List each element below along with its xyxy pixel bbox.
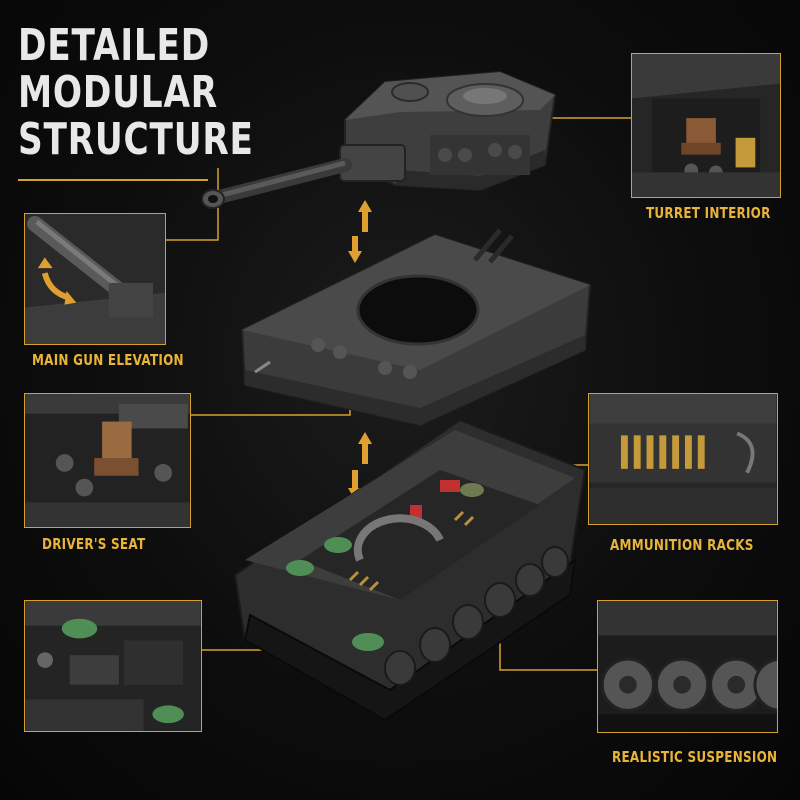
headline-line-1: DETAILED: [18, 20, 211, 71]
caption-main-gun-elevation: MAIN GUN ELEVATION: [32, 351, 184, 369]
turret-module: [201, 70, 557, 209]
drivers-seat-photo: [25, 394, 190, 527]
arrow-up-down-1: [348, 200, 372, 263]
headline-underline: [18, 179, 208, 181]
inset-turret-interior: [631, 53, 781, 198]
caption-ammunition-racks: AMMUNITION RACKS: [610, 536, 754, 554]
main-gun-photo: [25, 214, 165, 344]
caption-turret-interior: TURRET INTERIOR: [646, 204, 771, 222]
inset-hull-interior: [24, 600, 202, 732]
hull-top-module: [240, 228, 592, 427]
headline-line-3: STRUCTURE: [18, 114, 254, 165]
headline-line-2: MODULAR: [18, 67, 219, 118]
inset-main-gun-elevation: [24, 213, 166, 345]
inset-realistic-suspension: [597, 600, 778, 733]
caption-realistic-suspension: REALISTIC SUSPENSION: [612, 748, 778, 766]
headline: DETAILED MODULAR STRUCTURE: [18, 22, 254, 163]
turret-interior-photo: [632, 54, 780, 197]
ammunition-racks-photo: [589, 394, 777, 524]
suspension-photo: [598, 601, 777, 732]
hull-interior-photo: [25, 601, 201, 731]
hull-lower-module: [233, 418, 587, 722]
inset-ammunition-racks: [588, 393, 778, 525]
inset-drivers-seat: [24, 393, 191, 528]
caption-drivers-seat: DRIVER'S SEAT: [42, 535, 146, 553]
